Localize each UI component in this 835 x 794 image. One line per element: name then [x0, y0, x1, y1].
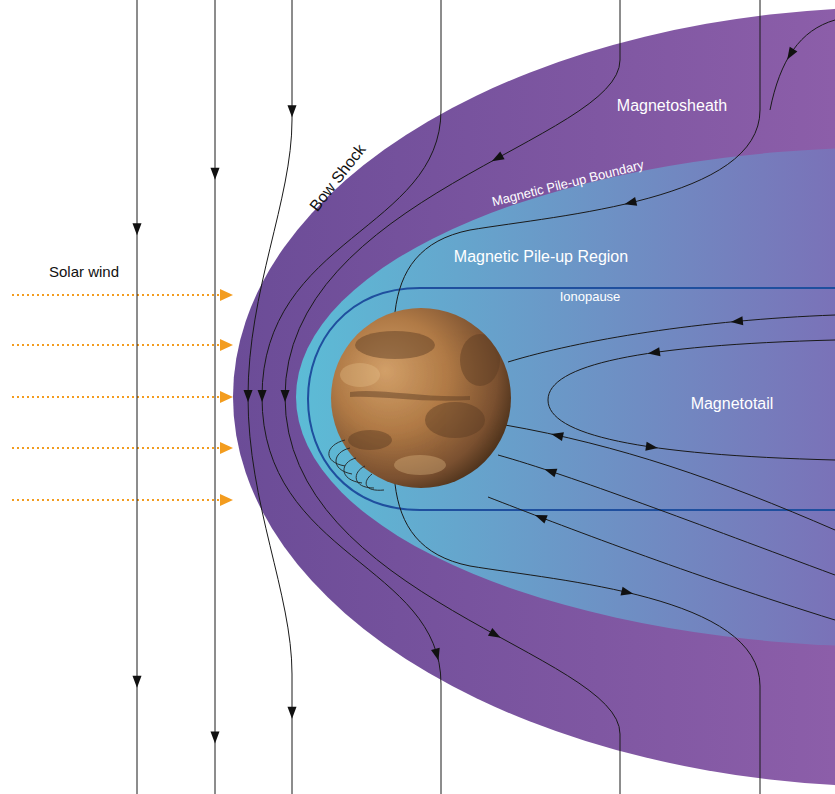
- field-arrowheads: [133, 47, 798, 744]
- field-arrowhead: [258, 390, 267, 402]
- field-arrowhead: [133, 676, 142, 688]
- field-arrowhead: [431, 648, 440, 661]
- magnetosheath-region: Bow ShockMagnetosheathMagnetic Pile-up B…: [233, 7, 835, 787]
- field-arrowhead: [624, 197, 637, 206]
- field-arrowhead: [488, 628, 501, 638]
- field-arrowhead: [281, 390, 290, 402]
- region-label: Magnetic Pile-up Region: [454, 248, 628, 266]
- field-arrowhead: [731, 316, 743, 325]
- field-arrowhead: [621, 587, 634, 596]
- field-arrowhead: [211, 168, 220, 180]
- field-arrowhead: [535, 515, 548, 523]
- field-arrowhead: [545, 469, 558, 478]
- field-arrowhead: [551, 432, 564, 441]
- region-label: Magnetotail: [691, 395, 774, 413]
- field-arrowhead: [492, 151, 505, 161]
- crustal-field-loops: [329, 440, 384, 490]
- field-arrowhead: [648, 347, 661, 356]
- field-arrowhead: [133, 223, 142, 235]
- mars-planet: [331, 308, 511, 488]
- field-arrowhead: [288, 105, 297, 117]
- boundary-label: Ionopause: [560, 290, 621, 305]
- field-arrowhead: [244, 390, 253, 402]
- magnetic-field-lines: [137, 0, 835, 794]
- solar-wind-label: Solar wind: [49, 263, 119, 280]
- ionopause-boundary: IonopauseMagnetotail: [307, 287, 835, 511]
- region-label: Magnetosheath: [617, 97, 727, 115]
- solar-wind-arrows: [12, 295, 222, 500]
- field-arrowhead: [288, 707, 297, 719]
- field-arrowhead: [787, 47, 797, 60]
- solar-wind-arrowheads: [220, 289, 233, 506]
- field-arrowhead: [645, 442, 658, 451]
- field-arrowhead: [211, 731, 220, 743]
- pileup-region: Magnetic Pile-up BoundaryMagnetic Pile-u…: [296, 147, 835, 647]
